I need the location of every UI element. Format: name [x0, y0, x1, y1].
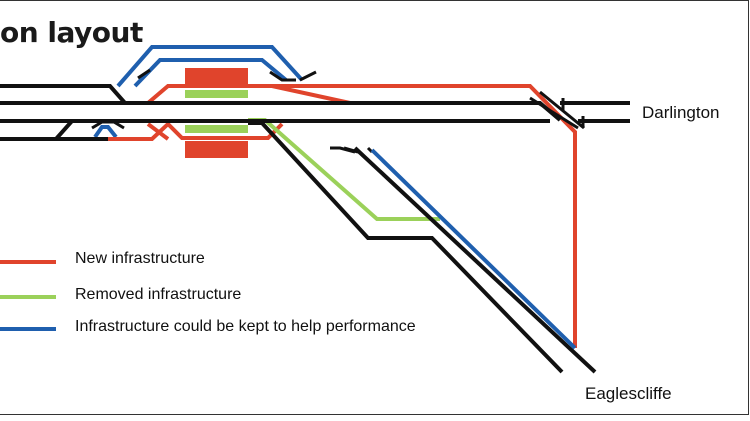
legend-label-removed: Removed infrastructure	[75, 286, 242, 303]
buffer-stop-3	[299, 70, 317, 82]
kept-branch-long	[370, 148, 577, 350]
platform-lower	[185, 141, 248, 158]
removed-platform-2	[185, 125, 248, 133]
station-label-eaglescliffe: Eaglescliffe	[585, 384, 672, 403]
station-label-darlington: Darlington	[642, 103, 720, 122]
platform-upper	[185, 68, 248, 85]
crossover-diagonal	[529, 96, 579, 130]
buffer-stop-4	[91, 120, 125, 130]
new-track-lower-left	[146, 122, 170, 141]
removed-platform-1	[185, 90, 248, 98]
branch-black-long	[353, 146, 597, 374]
legend-label-new: New infrastructure	[75, 250, 205, 267]
main-track-down-left	[0, 119, 74, 141]
diagram-title: on layout	[0, 16, 143, 49]
removed-track-branch	[248, 118, 440, 221]
new-track-lower	[108, 121, 284, 141]
new-track-upper-right	[250, 84, 351, 105]
buffer-stop-2	[269, 70, 296, 82]
kept-siding-left	[93, 125, 118, 139]
buffer-stop-darlington	[561, 98, 585, 128]
legend-label-kept: Infrastructure could be kept to help per…	[75, 318, 416, 335]
kept-track-upper-loop	[116, 45, 304, 88]
buffer-stop-1	[137, 68, 151, 80]
branch-track-right	[330, 146, 356, 154]
branch-track-outer	[248, 121, 564, 374]
